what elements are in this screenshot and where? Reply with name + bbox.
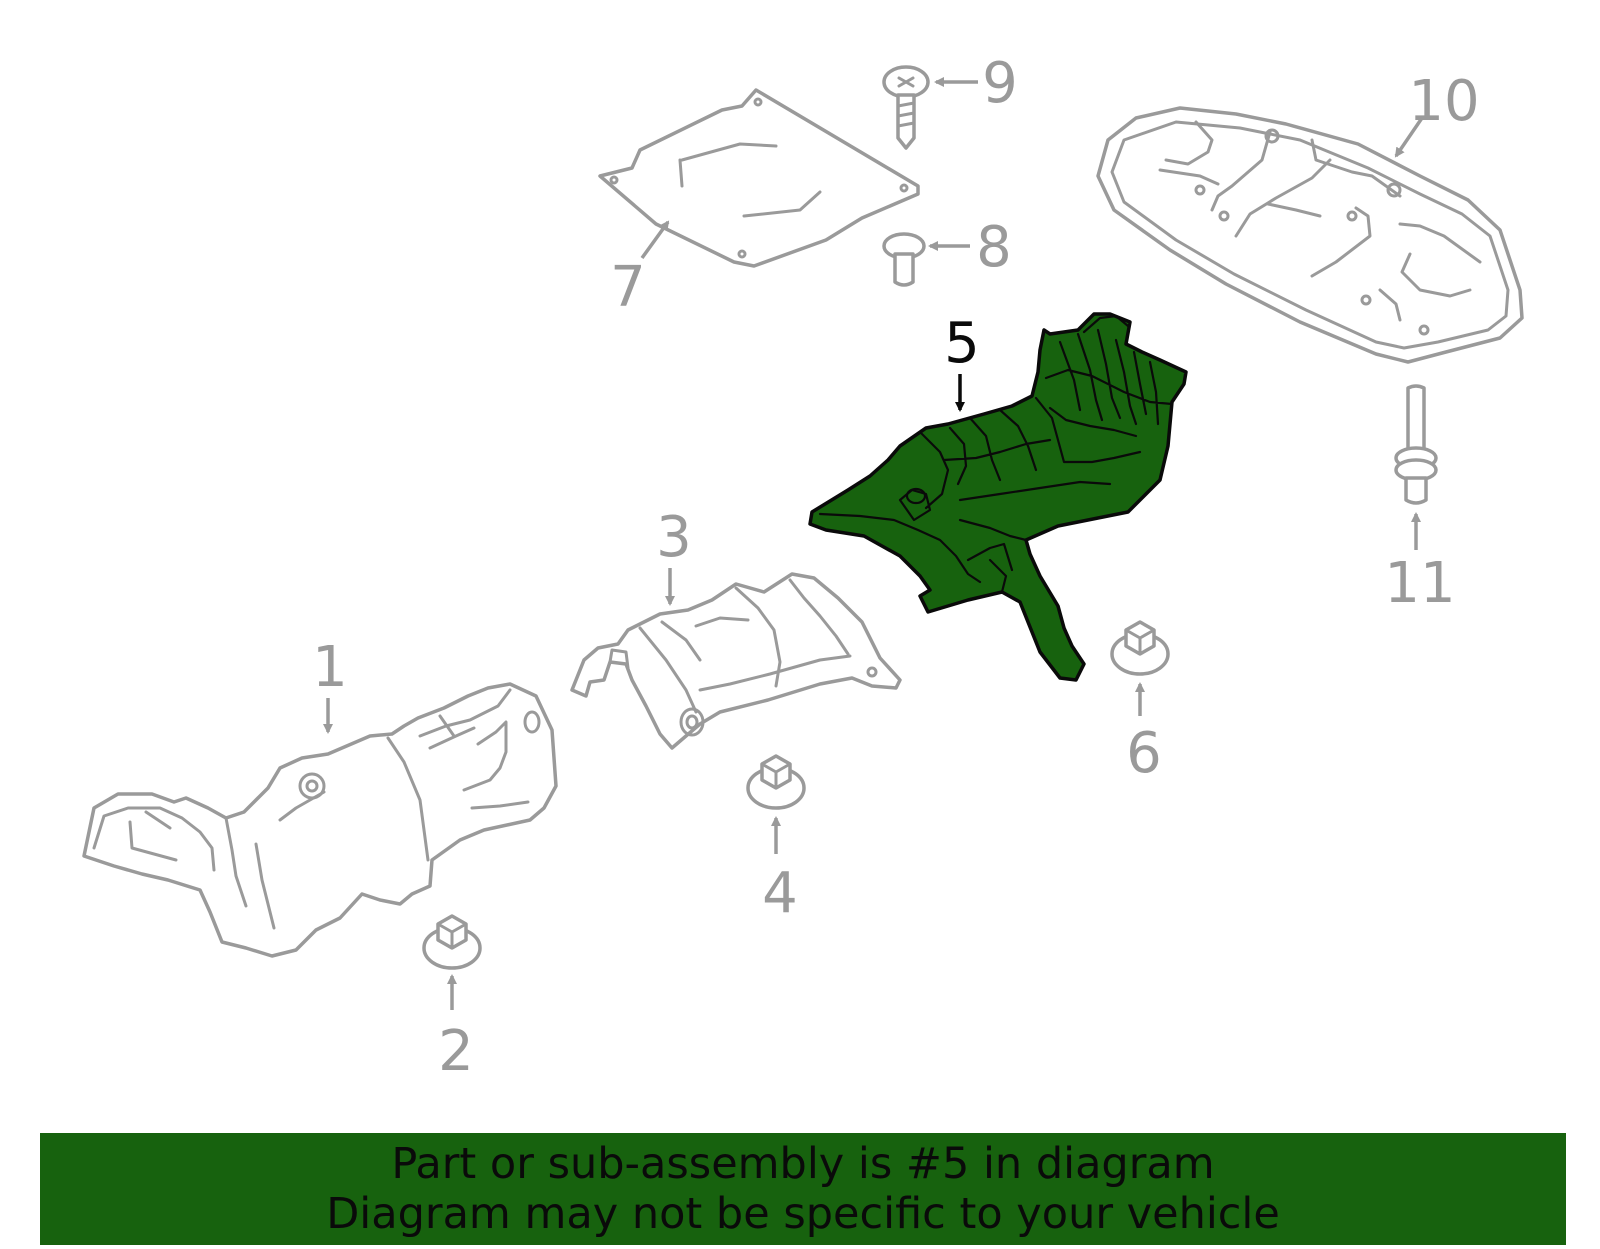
part-5-heat-shield-highlighted[interactable] bbox=[808, 312, 1188, 682]
part-7-shield-plate[interactable] bbox=[598, 88, 920, 268]
part-8-clip[interactable] bbox=[882, 232, 926, 287]
leader-10 bbox=[1394, 117, 1424, 158]
callout-11: 11 bbox=[1384, 551, 1455, 616]
callout-2: 2 bbox=[438, 1019, 474, 1084]
callout-4: 4 bbox=[762, 861, 798, 926]
callout-1: 1 bbox=[312, 635, 348, 700]
part-3-heat-shield[interactable] bbox=[570, 572, 902, 750]
callout-3: 3 bbox=[656, 505, 692, 570]
banner-line-part-number: Part or sub-assembly is #5 in diagram bbox=[391, 1139, 1215, 1189]
part-2-flange-nut[interactable] bbox=[422, 914, 482, 970]
banner-line-disclaimer: Diagram may not be specific to your vehi… bbox=[326, 1189, 1280, 1239]
leader-7 bbox=[640, 220, 670, 260]
part-6-flange-nut[interactable] bbox=[1110, 620, 1170, 676]
callout-5: 5 bbox=[944, 311, 980, 376]
callout-10: 10 bbox=[1408, 69, 1479, 134]
part-9-screw[interactable] bbox=[882, 65, 930, 150]
part-10-under-tray[interactable] bbox=[1096, 106, 1524, 364]
leader-lines bbox=[323, 77, 1424, 1010]
callout-6: 6 bbox=[1126, 721, 1162, 786]
callout-labels: 1 2 3 4 5 6 7 8 9 10 11 bbox=[312, 51, 1479, 1084]
part-1-heat-shield[interactable] bbox=[82, 682, 558, 958]
callout-7: 7 bbox=[610, 255, 646, 320]
info-banner: Part or sub-assembly is #5 in diagram Di… bbox=[40, 1133, 1566, 1245]
part-4-flange-nut[interactable] bbox=[746, 754, 806, 810]
part-11-stud[interactable] bbox=[1394, 384, 1438, 505]
callout-8: 8 bbox=[976, 215, 1012, 280]
callout-9: 9 bbox=[982, 51, 1018, 116]
